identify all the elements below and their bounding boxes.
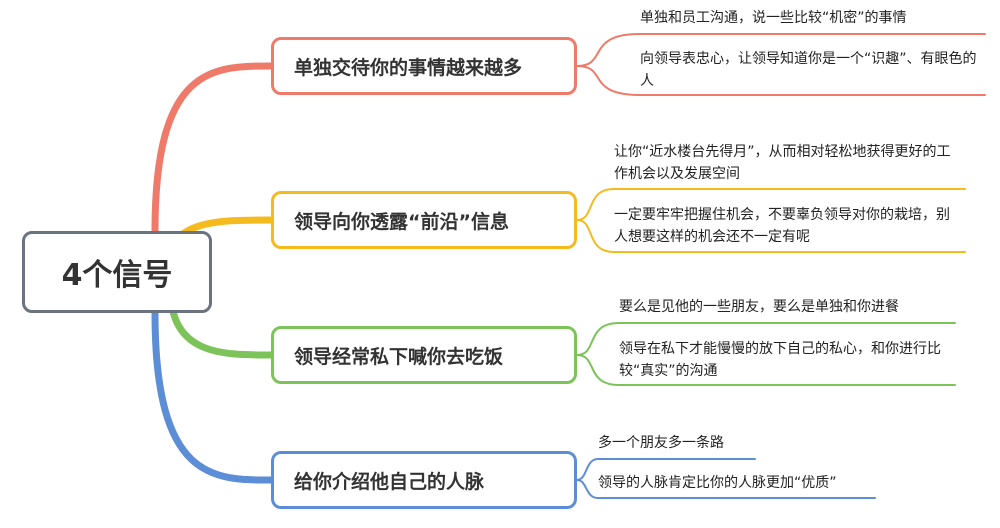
leaf-4-1: 多一个朋友多一条路 xyxy=(598,435,724,451)
branch-to-leaf-line xyxy=(576,65,986,96)
branch-to-leaf-line xyxy=(576,322,956,356)
branch-node-3: 领导经常私下喊你去吃饭 xyxy=(271,326,577,384)
leaf-4-2: 领导的人脉肯定比你的人脉更加“优质” xyxy=(598,475,837,491)
root-node: 4个信号 xyxy=(22,231,212,313)
leaf-2-1: 让你“近水楼台先得月”，从而相对轻松地获得更好的工作机会以及发展空间 xyxy=(614,144,951,182)
leaf-1-2: 向领导表忠心，让领导知道你是一个“识趣”、有眼色的人 xyxy=(640,51,977,89)
branch-label: 领导向你透露“前沿”信息 xyxy=(294,210,509,233)
branch-label: 给你介绍他自己的人脉 xyxy=(294,470,485,493)
branch-node-2: 领导向你透露“前沿”信息 xyxy=(271,191,577,249)
leaf-1-1: 单独和员工沟通，说一些比较“机密”的事情 xyxy=(640,10,907,26)
branch-to-leaf-line xyxy=(576,458,756,481)
branch-to-leaf-line xyxy=(576,354,956,386)
branch-node-4: 给你介绍他自己的人脉 xyxy=(271,451,577,509)
branch-label: 领导经常私下喊你去吃饭 xyxy=(294,345,504,368)
branch-to-leaf-line xyxy=(576,33,986,67)
root-to-branch-line xyxy=(151,309,275,484)
root-to-branch-line xyxy=(151,62,275,235)
branch-to-leaf-line xyxy=(576,219,966,253)
branch-to-leaf-line xyxy=(576,188,966,221)
branch-node-1: 单独交待你的事情越来越多 xyxy=(271,37,577,95)
leaf-3-1: 要么是见他的一些朋友，要么是单独和你进餐 xyxy=(619,299,899,315)
branch-to-leaf-line xyxy=(576,479,876,499)
root-label: 4个信号 xyxy=(61,258,173,293)
branch-label: 单独交待你的事情越来越多 xyxy=(294,56,523,79)
leaf-2-2: 一定要牢牢把握住机会，不要辜负领导对你的栽培，别人想要这样的机会还不一定有呢 xyxy=(614,207,950,245)
leaf-3-2: 领导在私下才能慢慢的放下自己的私心，和你进行比较“真实”的沟通 xyxy=(619,341,941,379)
